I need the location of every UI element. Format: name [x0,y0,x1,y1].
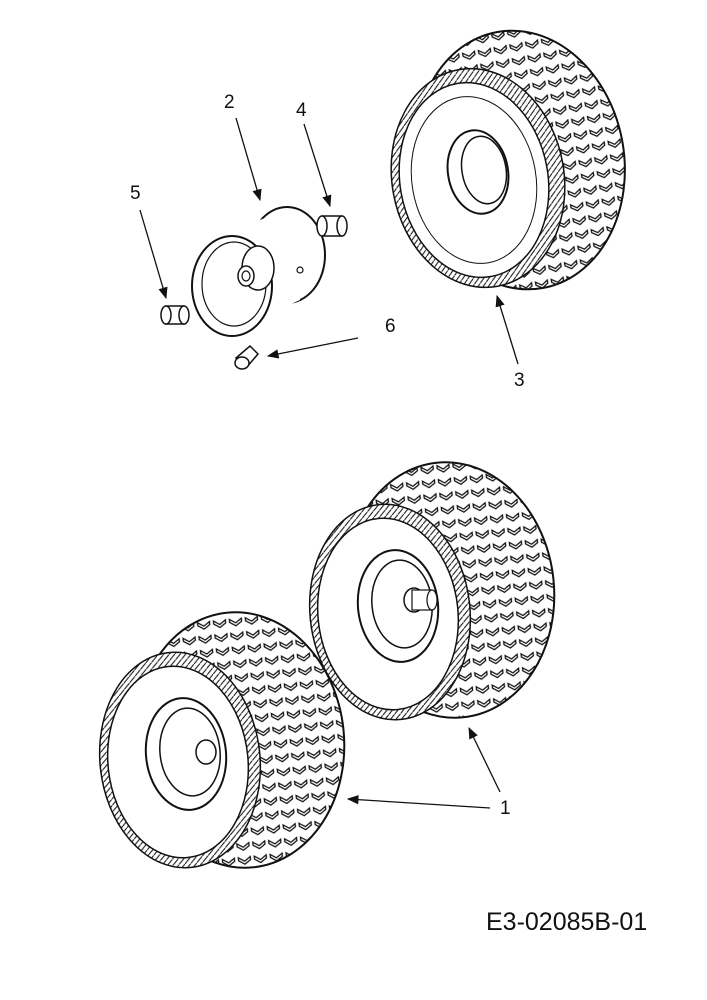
callout-label-2: 2 [224,92,235,113]
leader-line-6 [266,337,359,359]
rim-part-2 [191,206,326,337]
wheel-assembly-front [98,611,346,869]
leader-line-1-rear [468,726,501,793]
leader-lines [139,117,519,809]
callout-label-3: 3 [514,370,525,391]
callout-label-5: 5 [130,183,141,204]
tire-part-3 [390,29,626,291]
bushing-part-4 [316,215,348,237]
bushing-part-5 [160,305,190,325]
callout-label-6: 6 [385,316,396,337]
leader-line-2 [235,117,262,202]
wheel-assembly-rear [308,461,556,721]
drawing-code: E3-02085B-01 [486,908,647,936]
valve-stem-part-6 [234,344,260,370]
leader-line-4 [303,123,332,208]
callout-label-1: 1 [500,798,511,819]
leader-line-1-front [346,794,491,809]
callout-label-4: 4 [296,100,307,121]
leader-line-3 [495,294,519,365]
leader-line-5 [139,209,168,300]
